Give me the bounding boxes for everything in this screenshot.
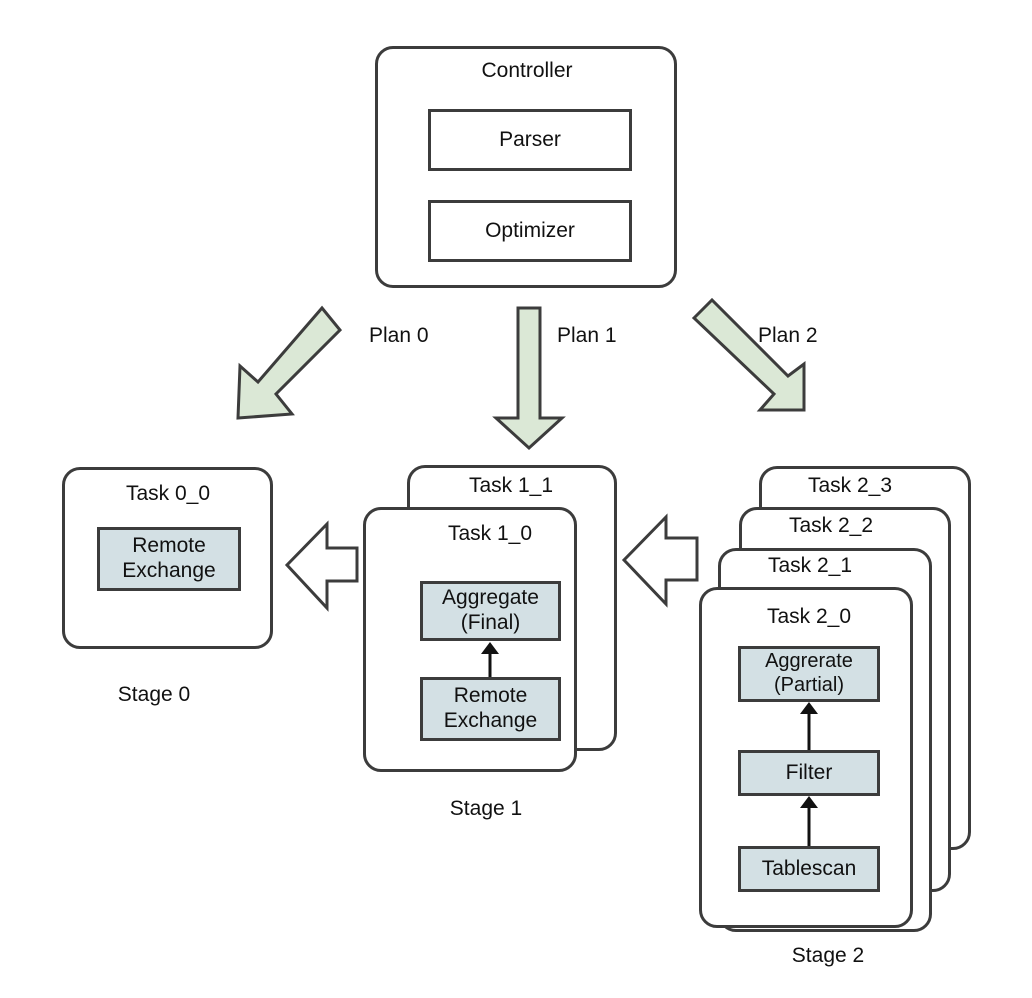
plan-1-arrow-icon [492,306,566,451]
stage-1-remote-exchange-op: Remote Exchange [420,677,561,741]
plan-2-arrow-icon [691,297,806,412]
stage-2-tablescan-op: Tablescan [738,846,880,892]
stage-2-filter-op: Filter [738,750,880,796]
parser-box: Parser [428,109,632,171]
controller-title: Controller [481,59,573,82]
stage-1-aggregate-final-op: Aggregate (Final) [420,581,561,641]
plan-2-label: Plan 2 [758,324,818,347]
stage-2-task-1-title: Task 2_1 [767,554,853,577]
plan-0-arrow-icon [236,305,343,420]
stage-2-task-2-title: Task 2_2 [788,514,874,537]
stage-0-remote-exchange-op: Remote Exchange [97,527,241,591]
plan-1-label: Plan 1 [557,324,617,347]
optimizer-box: Optimizer [428,200,632,262]
stage-2-aggrerate-partial-op: Aggrerate (Partial) [738,646,880,702]
stage-2-task-3-title: Task 2_3 [807,474,893,497]
stage-2-task-0-title: Task 2_0 [766,605,852,628]
stage-1-task-0-title: Task 1_0 [447,522,533,545]
stage-1-task-1-title: Task 1_1 [468,474,554,497]
stage-1-label: Stage 1 [449,797,523,820]
exchange-arrow-stage2-to-stage1-icon [621,513,699,608]
stage-0-task-0-title: Task 0_0 [125,482,211,505]
stage-2-label: Stage 2 [791,944,865,967]
stage-0-label: Stage 0 [117,683,191,706]
exchange-arrow-stage1-to-stage0-icon [284,520,359,612]
plan-0-label: Plan 0 [369,324,429,347]
